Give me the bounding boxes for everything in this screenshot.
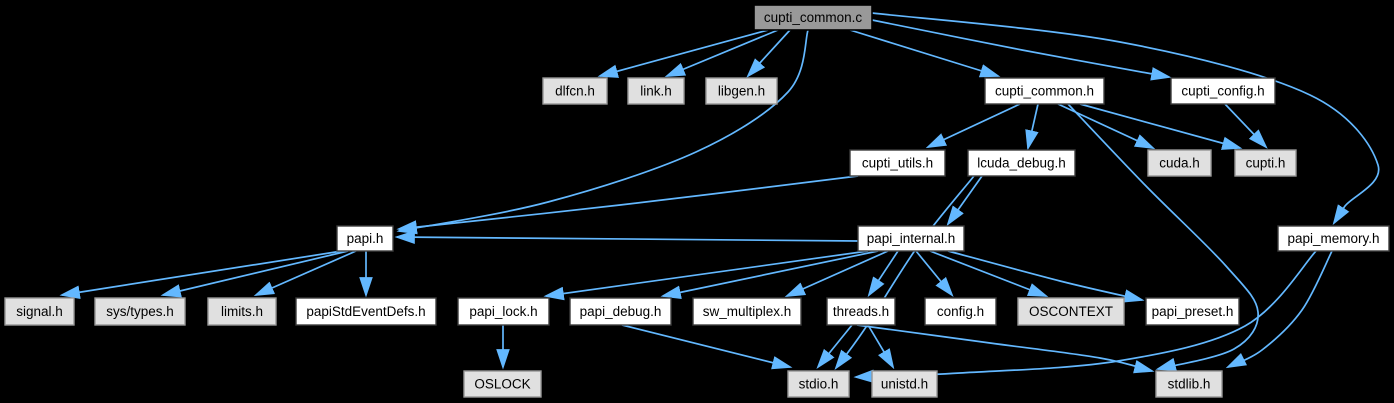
edge-lcuda_debug_h-to-stdio_h (834, 175, 975, 371)
edge-cupti_common_c-to-dlfcn_h (597, 29, 769, 78)
node-stdlib_h: stdlib.h (1155, 370, 1223, 398)
edge-threads_h-to-stdlib_h (856, 324, 1155, 374)
node-papi_preset_h[interactable]: papi_preset.h (1145, 297, 1240, 326)
node-libgen_h: libgen.h (705, 77, 778, 105)
edge-papi_h-to-sys_types_h (160, 250, 349, 298)
edge-papi_internal_h-to-OSCONTEXT (929, 250, 1049, 297)
node-box-cupti_h (1234, 149, 1297, 177)
edge-cupti_common_c-to-link_h (664, 29, 779, 77)
node-unistd_h: unistd.h (871, 370, 938, 398)
node-box-papi_h[interactable] (336, 225, 394, 252)
edge-cupti_common_c-to-papi_h (396, 29, 809, 235)
edge-cupti_common_c-to-cupti_common_h (849, 29, 1001, 78)
node-cupti_utils_h[interactable]: cupti_utils.h (849, 149, 946, 177)
node-box-sw_multiplex_h[interactable] (692, 297, 802, 326)
edge-cupti_common_h-to-cupti_h (1079, 103, 1243, 150)
node-signal_h: signal.h (4, 297, 75, 326)
node-papi_debug_h[interactable]: papi_debug.h (569, 297, 672, 326)
node-sw_multiplex_h[interactable]: sw_multiplex.h (692, 297, 802, 326)
edge-cupti_config_h-to-cupti_h (1224, 103, 1268, 149)
node-papi_internal_h[interactable]: papi_internal.h (857, 225, 965, 252)
edge-papi_h-to-limits_h (253, 250, 357, 297)
edge-papi_internal_h-to-papi_lock_h (543, 250, 869, 301)
node-cupti_h: cupti.h (1234, 149, 1297, 177)
edge-papi_internal_h-to-papi_h (394, 230, 859, 244)
node-box-OSLOCK (463, 370, 542, 398)
node-box-papi_debug_h[interactable] (569, 297, 672, 326)
edge-cupti_common_c-to-papi_memory_h (871, 12, 1380, 226)
edge-papi_internal_h-to-config_h (915, 250, 954, 297)
node-threads_h[interactable]: threads.h (826, 297, 896, 326)
node-box-cupti_config_h[interactable] (1170, 77, 1276, 105)
node-dlfcn_h: dlfcn.h (542, 77, 608, 105)
node-papiStdEventDefs_h[interactable]: papiStdEventDefs.h (295, 297, 437, 326)
edge-papi_internal_h-to-papi_preset_h (947, 250, 1145, 303)
node-box-threads_h[interactable] (826, 297, 896, 326)
node-box-stdlib_h (1155, 370, 1223, 398)
node-box-papi_internal_h[interactable] (857, 225, 965, 252)
node-papi_memory_h[interactable]: papi_memory.h (1277, 225, 1390, 252)
edge-cupti_common_c-to-libgen_h (746, 29, 791, 78)
edge-papi_memory_h-to-stdlib_h (1225, 250, 1333, 369)
node-cuda_h: cuda.h (1147, 149, 1212, 177)
node-box-dlfcn_h (542, 77, 608, 105)
node-box-OSCONTEXT (1017, 297, 1125, 326)
node-box-limits_h (207, 297, 277, 326)
node-papi_h[interactable]: papi.h (336, 225, 394, 252)
node-cupti_config_h[interactable]: cupti_config.h (1170, 77, 1276, 105)
node-sys_types_h: sys/types.h (94, 297, 186, 326)
edge-cupti_common_c-to-cupti_config_h (871, 19, 1172, 81)
edge-threads_h-to-stdio_h (816, 324, 853, 369)
node-stdio_h: stdio.h (787, 370, 850, 398)
node-box-papi_preset_h[interactable] (1145, 297, 1240, 326)
edge-papi_internal_h-to-threads_h (867, 250, 899, 298)
node-box-papi_memory_h[interactable] (1277, 225, 1390, 252)
node-limits_h: limits.h (207, 297, 277, 326)
node-OSLOCK: OSLOCK (463, 370, 542, 398)
edge-papi_debug_h-to-stdio_h (621, 324, 793, 370)
edge-threads_h-to-unistd_h (867, 324, 895, 370)
node-link_h: link.h (627, 77, 685, 105)
node-box-sys_types_h (94, 297, 186, 326)
node-box-signal_h (4, 297, 75, 326)
edge-cupti_common_h-to-lcuda_debug_h (1025, 103, 1039, 151)
node-config_h[interactable]: config.h (924, 297, 997, 326)
edge-papi_h-to-signal_h (59, 250, 343, 299)
node-box-libgen_h (705, 77, 778, 105)
node-box-link_h (627, 77, 685, 105)
node-box-cuda_h (1147, 149, 1212, 177)
edge-cupti_utils_h-to-papi_h (396, 175, 859, 234)
edge-papi_internal_h-to-papi_debug_h (660, 250, 879, 299)
node-lcuda_debug_h[interactable]: lcuda_debug.h (967, 149, 1076, 177)
edge-lcuda_debug_h-to-papi_internal_h (946, 175, 983, 227)
node-box-lcuda_debug_h[interactable] (967, 149, 1076, 177)
edge-papi_internal_h-to-sw_multiplex_h (784, 250, 889, 298)
edge-cupti_common_h-to-cupti_utils_h (925, 103, 1021, 149)
node-OSCONTEXT: OSCONTEXT (1017, 297, 1125, 326)
node-cupti_common_c: cupti_common.c (753, 4, 873, 31)
node-box-papiStdEventDefs_h[interactable] (295, 297, 437, 326)
edge-cupti_common_h-to-stdlib_h (1067, 103, 1259, 372)
node-papi_lock_h[interactable]: papi_lock.h (457, 297, 550, 326)
node-box-papi_lock_h[interactable] (457, 297, 550, 326)
node-box-config_h[interactable] (924, 297, 997, 326)
node-cupti_common_h[interactable]: cupti_common.h (984, 77, 1105, 105)
node-box-cupti_utils_h[interactable] (849, 149, 946, 177)
node-box-unistd_h (871, 370, 938, 398)
node-box-cupti_common_h[interactable] (984, 77, 1105, 105)
node-box-cupti_common_c (753, 4, 873, 31)
node-box-stdio_h (787, 370, 850, 398)
